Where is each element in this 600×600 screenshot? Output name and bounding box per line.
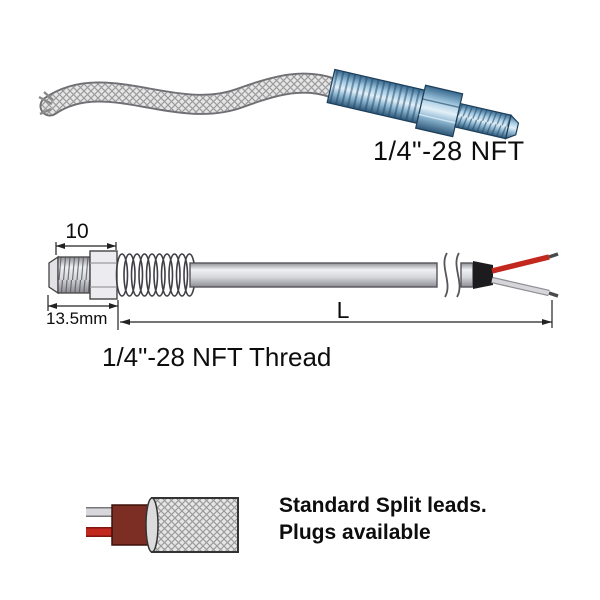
technical-drawing [48, 250, 559, 300]
break-mark [455, 252, 461, 298]
probe-hex-nut [89, 250, 118, 300]
strain-relief-spring [115, 253, 196, 297]
overall-length-label: L [336, 297, 350, 323]
break-mark [443, 252, 449, 298]
fitting-stud-tip [504, 114, 520, 140]
probe-nose [48, 255, 59, 295]
dimension-lines [47, 242, 553, 330]
red-lead-wire [491, 254, 550, 274]
probe-sheath-tube [189, 262, 438, 288]
braided-cable-illustration [38, 72, 344, 117]
braid-end-cap [145, 497, 159, 553]
split-leads-line1: Standard Split leads. [279, 494, 487, 517]
dim-width-label: 10 [65, 220, 89, 243]
split-leads-line2: Plugs available [279, 521, 431, 545]
dim-length-label: 13.5mm [46, 309, 108, 328]
frayed-cable-end [38, 91, 54, 116]
fitting-illustration [326, 68, 520, 140]
lead-detail-drawing [86, 497, 239, 553]
thread-spec-label: 1/4"-28 NFT Thread [102, 342, 332, 372]
braided-sheath [151, 497, 239, 553]
cable-collar [473, 261, 493, 289]
split-leads-note: Standard Split leads. Plugs available [279, 492, 487, 547]
fitting-thread-label: 1/4"-28 NFT [373, 136, 525, 166]
